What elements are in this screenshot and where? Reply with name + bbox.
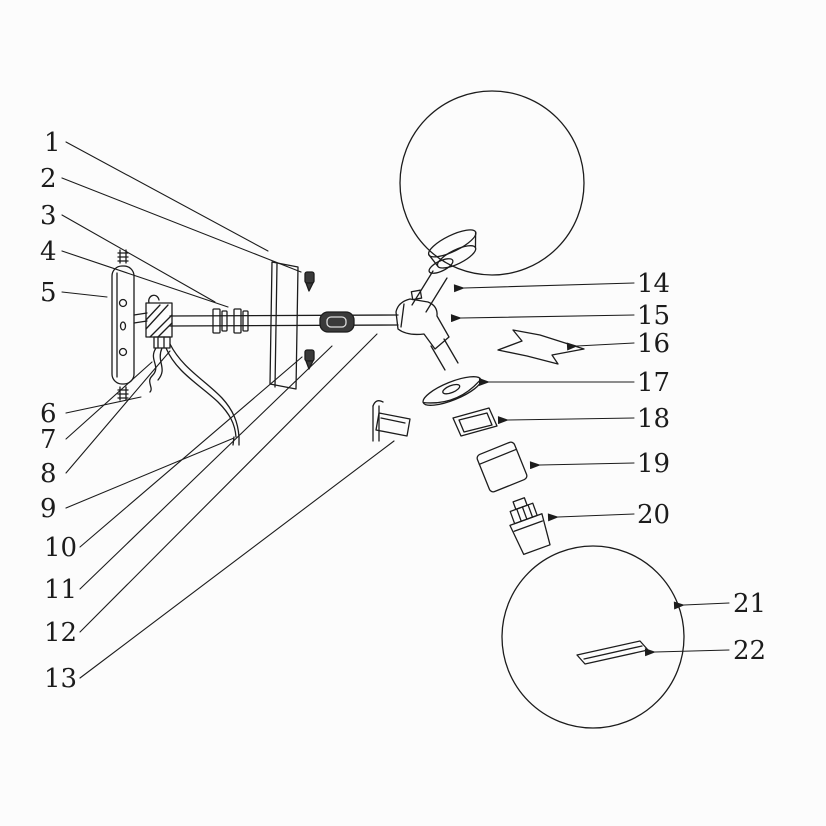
wall-plate — [111, 249, 135, 401]
leader-9 — [65, 437, 235, 509]
screw-bottom — [304, 349, 315, 370]
screw-top — [304, 271, 315, 292]
diagram-ink-layer — [61, 90, 730, 729]
callout-label-5: 5 — [40, 278, 57, 308]
mounting-bracket — [133, 294, 173, 393]
callout-label-14: 14 — [637, 269, 670, 299]
callout-label-7: 7 — [40, 425, 57, 455]
callout-label-4: 4 — [40, 237, 57, 267]
callout-label-13: 13 — [44, 664, 77, 694]
leader-20 — [547, 513, 635, 522]
socket-cover — [476, 441, 528, 493]
leader-13 — [79, 440, 395, 679]
leader-lines — [61, 141, 730, 679]
plate-screw-top — [117, 249, 129, 264]
pivot-joint — [395, 289, 450, 350]
leader-15 — [450, 314, 635, 323]
leader-2 — [61, 177, 302, 273]
callout-label-1: 1 — [44, 128, 61, 158]
callout-label-10: 10 — [44, 533, 77, 563]
leader-18 — [497, 416, 635, 425]
plate-screw-bottom — [117, 386, 129, 401]
callout-label-19: 19 — [637, 449, 670, 479]
leader-1 — [65, 141, 269, 252]
callout-label-8: 8 — [40, 459, 57, 489]
leader-10 — [79, 356, 303, 548]
leader-5 — [61, 291, 108, 298]
callout-label-3: 3 — [40, 201, 57, 231]
horizontal-arm-tube — [169, 314, 399, 327]
leader-3 — [61, 214, 216, 303]
globe-neck-ring — [427, 229, 477, 269]
leader-12 — [79, 333, 378, 633]
leader-16 — [566, 342, 635, 351]
callout-label-6: 6 — [40, 399, 57, 429]
leader-19 — [529, 461, 635, 470]
leader-22 — [644, 648, 730, 657]
cover-plate — [269, 261, 299, 390]
leader-8 — [65, 350, 171, 474]
callout-label-16: 16 — [637, 329, 670, 359]
callout-label-22: 22 — [733, 636, 766, 666]
callout-label-2: 2 — [40, 164, 57, 194]
callout-label-18: 18 — [637, 404, 670, 434]
leader-4 — [61, 250, 229, 308]
callout-label-11: 11 — [44, 575, 77, 605]
leader-11 — [79, 345, 333, 590]
wing-ornament — [497, 329, 585, 365]
leader-7 — [65, 361, 153, 440]
leader-21 — [673, 601, 730, 610]
top-globe-shade — [399, 90, 585, 276]
square-ring — [452, 407, 498, 437]
callout-label-9: 9 — [40, 494, 57, 524]
lower-arm-tube — [430, 338, 459, 371]
coupling-rings — [212, 308, 249, 334]
callout-label-15: 15 — [637, 301, 670, 331]
callout-label-21: 21 — [733, 589, 766, 619]
callout-label-12: 12 — [44, 618, 77, 648]
callout-label-17: 17 — [637, 368, 670, 398]
callout-numbers: 1 2 3 4 5 6 7 8 9 10 11 12 13 14 15 16 1… — [40, 128, 766, 694]
mounting-clip — [372, 400, 411, 442]
inline-connector — [319, 311, 355, 333]
callout-label-20: 20 — [637, 500, 670, 530]
leader-14 — [453, 282, 635, 293]
lamp-holder — [509, 497, 551, 556]
